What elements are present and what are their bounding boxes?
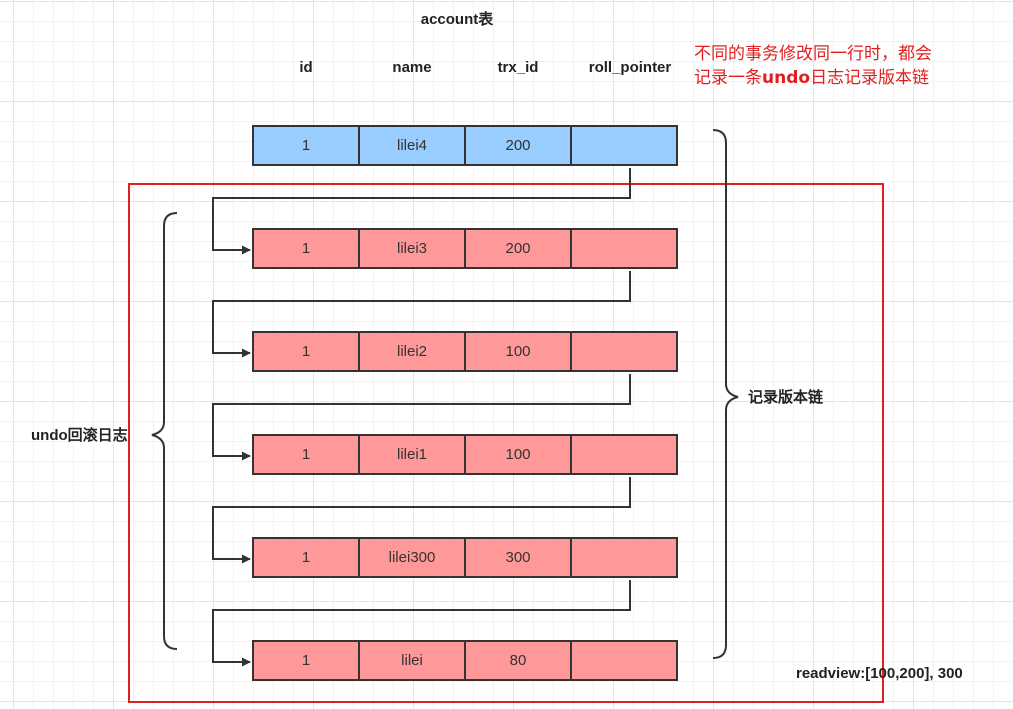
annotation-note: 不同的事务修改同一行时，都会 记录一条undo日志记录版本链 xyxy=(694,42,932,90)
annotation-line-2-undo: undo xyxy=(762,68,811,88)
pointer-arrow-1 xyxy=(212,168,631,255)
undo-log-highlight-box xyxy=(128,183,884,703)
cell-name: lilei xyxy=(358,640,466,681)
cell-trx-id: 200 xyxy=(464,228,572,269)
undo-row: 1 lilei 80 xyxy=(252,640,678,681)
cell-id: 1 xyxy=(252,125,360,166)
column-header-name: name xyxy=(392,59,432,76)
cell-trx-id: 300 xyxy=(464,537,572,578)
cell-name: lilei4 xyxy=(358,125,466,166)
column-header-trx-id: trx_id xyxy=(497,59,539,76)
column-header-roll-pointer: roll_pointer xyxy=(588,59,672,76)
pointer-arrow-3 xyxy=(212,374,631,461)
cell-roll-pointer xyxy=(570,331,678,372)
cell-trx-id: 200 xyxy=(464,125,572,166)
undo-row: 1 lilei1 100 xyxy=(252,434,678,475)
cell-roll-pointer xyxy=(570,125,678,166)
cell-trx-id: 100 xyxy=(464,331,572,372)
annotation-line-2-pre: 记录一条 xyxy=(694,68,762,88)
cell-trx-id: 80 xyxy=(464,640,572,681)
cell-name: lilei300 xyxy=(358,537,466,578)
right-brace xyxy=(712,129,739,659)
annotation-line-2: 记录一条undo日志记录版本链 xyxy=(694,66,932,90)
cell-id: 1 xyxy=(252,537,360,578)
undo-row: 1 lilei300 300 xyxy=(252,537,678,578)
cell-name: lilei3 xyxy=(358,228,466,269)
annotation-line-1: 不同的事务修改同一行时，都会 xyxy=(694,44,932,64)
cell-id: 1 xyxy=(252,228,360,269)
cell-name: lilei2 xyxy=(358,331,466,372)
pointer-arrow-4 xyxy=(212,477,631,564)
current-row: 1 lilei4 200 xyxy=(252,125,678,166)
cell-id: 1 xyxy=(252,331,360,372)
cell-trx-id: 100 xyxy=(464,434,572,475)
cell-id: 1 xyxy=(252,640,360,681)
cell-roll-pointer xyxy=(570,228,678,269)
cell-roll-pointer xyxy=(570,640,678,681)
cell-roll-pointer xyxy=(570,537,678,578)
table-title: account表 xyxy=(420,11,494,28)
column-header-id: id xyxy=(299,59,313,76)
pointer-arrow-2 xyxy=(212,271,631,358)
version-chain-label: 记录版本链 xyxy=(748,389,824,406)
undo-row: 1 lilei2 100 xyxy=(252,331,678,372)
undo-log-label: undo回滚日志 xyxy=(31,427,128,444)
readview-label: readview:[100,200], 300 xyxy=(796,665,963,682)
cell-id: 1 xyxy=(252,434,360,475)
left-brace xyxy=(151,212,178,650)
cell-roll-pointer xyxy=(570,434,678,475)
annotation-line-2-post: 日志记录版本链 xyxy=(810,68,930,88)
pointer-arrow-5 xyxy=(212,580,631,667)
undo-row: 1 lilei3 200 xyxy=(252,228,678,269)
cell-name: lilei1 xyxy=(358,434,466,475)
